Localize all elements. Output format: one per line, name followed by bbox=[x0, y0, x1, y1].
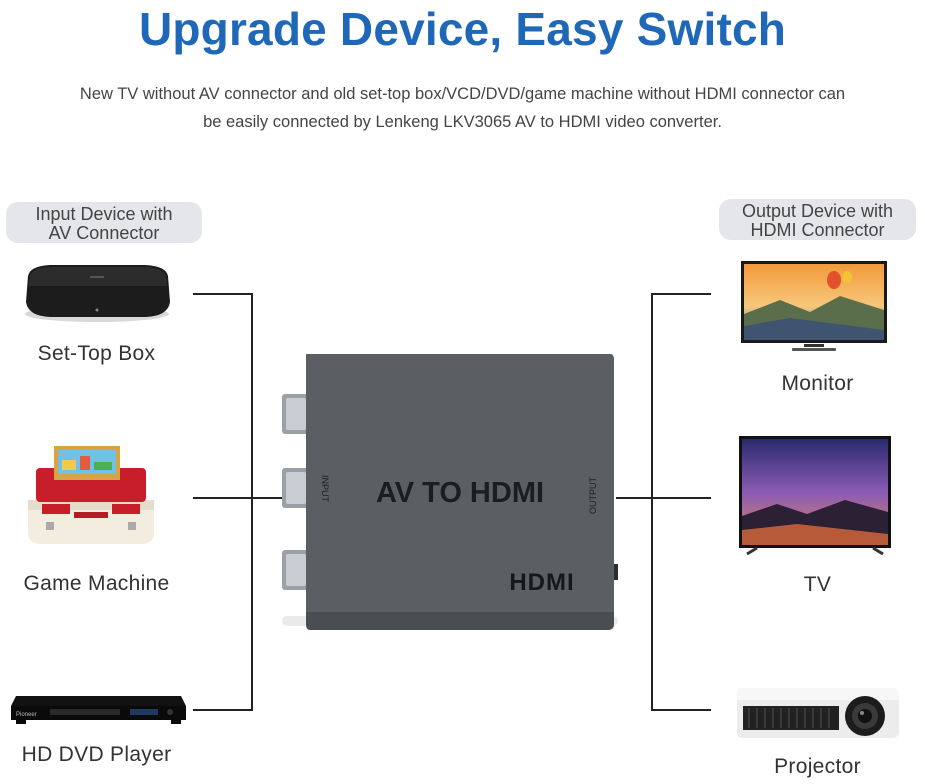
hdmi-logo: HDMI bbox=[509, 569, 574, 596]
converter-output-label: OUTPUT bbox=[588, 477, 598, 515]
device-label-tv: TV bbox=[803, 573, 832, 596]
output-header-line-1: Output Device with bbox=[741, 201, 894, 221]
connector-bus-right bbox=[651, 293, 653, 711]
output-header-line-2: HDMI Connector bbox=[750, 220, 885, 240]
converter-input-label: INPUT bbox=[320, 475, 330, 503]
subtitle-line-2: be easily connected by Lenkeng LKV3065 A… bbox=[203, 113, 722, 131]
rca-port-1 bbox=[282, 394, 310, 434]
device-label-dvd: HD DVD Player bbox=[21, 743, 172, 766]
monitor-image bbox=[741, 261, 887, 351]
connector-line-game bbox=[193, 497, 305, 499]
tv-image bbox=[739, 436, 891, 556]
projector-image bbox=[737, 688, 899, 738]
input-header-line-2: AV Connector bbox=[48, 223, 160, 243]
subtitle-line-1: New TV without AV connector and old set-… bbox=[79, 85, 846, 103]
converter-box-image: AV TO HDMI INPUT OUTPUT HDMI bbox=[282, 354, 618, 630]
rca-port-2 bbox=[282, 468, 310, 508]
connector-line-tv bbox=[616, 497, 711, 499]
input-header: Input Device with AV Connector bbox=[6, 202, 202, 243]
converter-main-label: AV TO HDMI bbox=[376, 477, 544, 509]
game-machine-image bbox=[28, 446, 154, 544]
connector-line-projector bbox=[651, 709, 711, 711]
dvd-player-image: Pioneer bbox=[11, 696, 186, 724]
device-label-monitor: Monitor bbox=[781, 372, 854, 395]
connector-bus-left bbox=[251, 293, 253, 711]
page-title: Upgrade Device, Easy Switch bbox=[138, 3, 787, 55]
output-header: Output Device with HDMI Connector bbox=[719, 199, 916, 240]
input-header-line-1: Input Device with bbox=[35, 204, 173, 224]
rca-port-3 bbox=[282, 550, 310, 590]
dvd-brand-text: Pioneer bbox=[16, 712, 37, 718]
connector-line-dvd bbox=[193, 709, 253, 711]
page-subtitle: New TV without AV connector and old set-… bbox=[14, 80, 911, 136]
device-label-settop: Set-Top Box bbox=[37, 342, 156, 365]
connector-line-monitor bbox=[651, 293, 711, 295]
connector-line-settop bbox=[193, 293, 253, 295]
device-label-game: Game Machine bbox=[23, 572, 170, 595]
set-top-box-image bbox=[25, 265, 170, 322]
device-label-projector: Projector bbox=[774, 755, 861, 778]
